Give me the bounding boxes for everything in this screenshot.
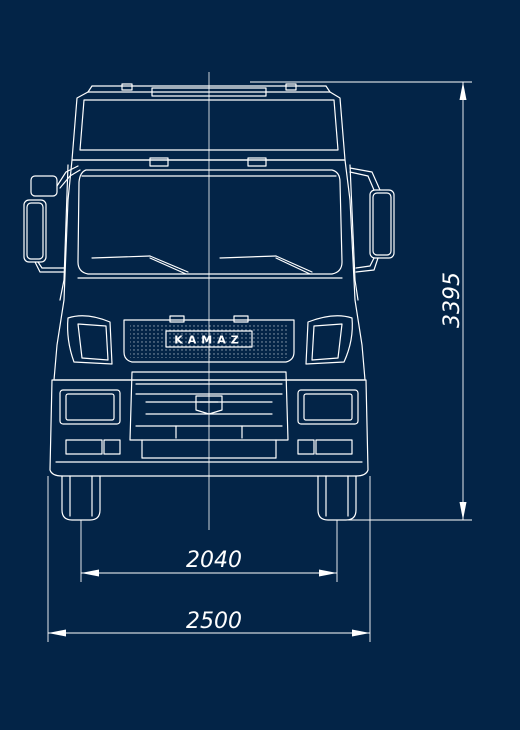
grille: KAMAZ [123, 315, 295, 363]
left-mirror [23, 165, 81, 273]
brand-logo-text: KAMAZ [174, 334, 243, 347]
track-dimension: 2040 [80, 520, 338, 582]
height-dimension: 3395 [250, 81, 472, 521]
track-dimension-label: 2040 [186, 548, 242, 573]
right-lower-lamp [297, 389, 359, 455]
cab-roof [71, 83, 346, 167]
width-dimension-label: 2500 [186, 609, 242, 634]
wipers [91, 255, 313, 275]
windshield [77, 169, 343, 279]
width-dimension: 2500 [47, 476, 371, 642]
left-headlight [67, 315, 113, 365]
right-wheel [317, 475, 357, 521]
height-dimension-label: 3395 [440, 272, 465, 328]
right-headlight [305, 315, 353, 365]
right-mirror [349, 167, 395, 273]
front-bumper [49, 371, 369, 477]
left-wheel [61, 475, 101, 521]
bumper-emblem [195, 395, 223, 415]
left-lower-lamp [59, 389, 121, 455]
